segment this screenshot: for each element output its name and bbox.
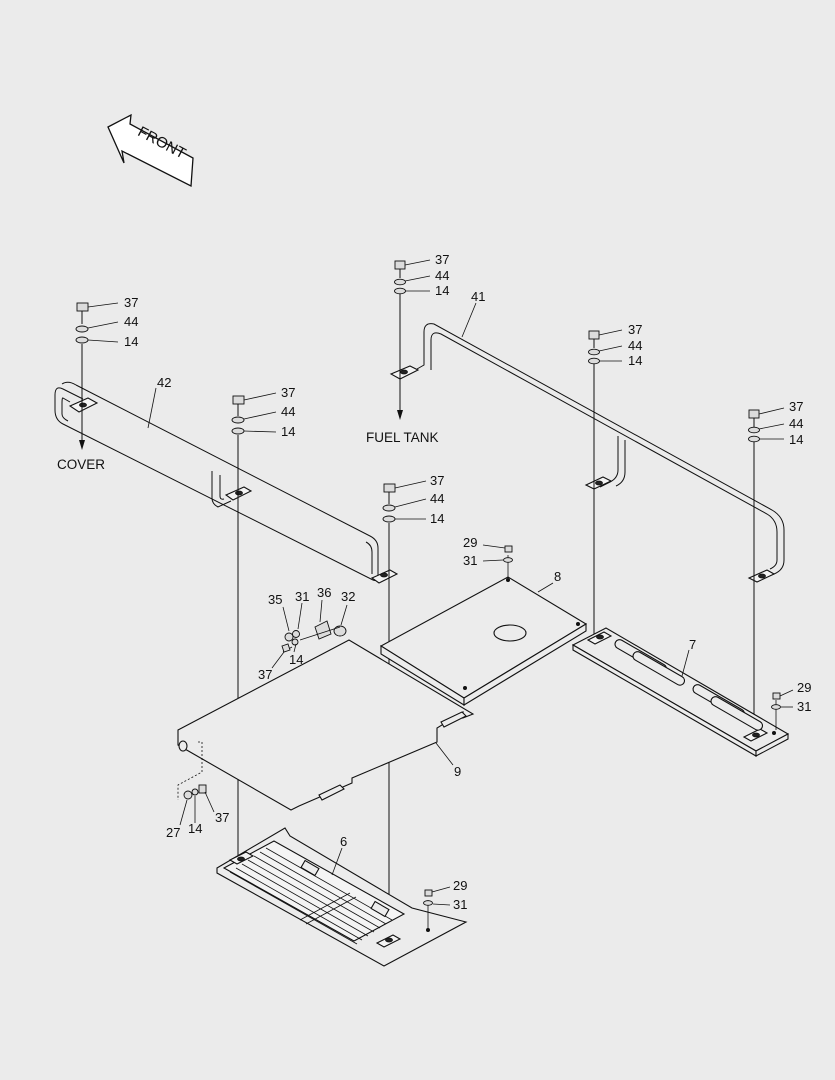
latch-assembly xyxy=(281,620,347,653)
callout-37: 37 xyxy=(789,399,803,414)
callout-14: 14 xyxy=(281,424,295,439)
handrail-41 xyxy=(389,323,785,583)
front-arrow: FRONT xyxy=(107,113,194,188)
handrail-42 xyxy=(54,381,399,584)
callout-37: 37 xyxy=(258,667,272,682)
plate-7 xyxy=(571,627,790,757)
callout-14: 14 xyxy=(124,334,138,349)
hinge-hardware xyxy=(183,784,207,800)
callout-44: 44 xyxy=(124,314,138,329)
callout-31: 31 xyxy=(797,699,811,714)
callout-37: 37 xyxy=(281,385,295,400)
bolt-stack-e xyxy=(588,330,600,640)
note-fuel-tank: FUEL TANK xyxy=(366,430,439,445)
bolt-stack-d xyxy=(394,260,406,420)
callout-44: 44 xyxy=(789,416,803,431)
callout-37: 37 xyxy=(430,473,444,488)
callout-27: 27 xyxy=(166,825,180,840)
callout-7: 7 xyxy=(689,637,696,652)
callout-44: 44 xyxy=(435,268,449,283)
plate-6 xyxy=(216,827,468,967)
callout-37: 37 xyxy=(124,295,138,310)
plate-9 xyxy=(177,639,475,811)
callout-29: 29 xyxy=(463,535,477,550)
callout-14: 14 xyxy=(430,511,444,526)
callout-31: 31 xyxy=(453,897,467,912)
bolt-stack-a xyxy=(75,302,89,450)
callout-14: 14 xyxy=(435,283,449,298)
callout-37: 37 xyxy=(628,322,642,337)
callout-labels: 37 44 14 37 44 14 37 44 14 37 44 14 37 4… xyxy=(124,252,811,912)
callout-14: 14 xyxy=(289,652,303,667)
callout-14: 14 xyxy=(789,432,803,447)
callout-44: 44 xyxy=(281,404,295,419)
bolt-stack-b xyxy=(231,395,245,862)
small-bolts xyxy=(423,545,781,906)
callout-31: 31 xyxy=(295,589,309,604)
callout-41: 41 xyxy=(471,289,485,304)
callout-37: 37 xyxy=(215,810,229,825)
callout-14: 14 xyxy=(188,821,202,836)
callout-29: 29 xyxy=(453,878,467,893)
callout-14: 14 xyxy=(628,353,642,368)
callout-8: 8 xyxy=(554,569,561,584)
bolt-stack-f xyxy=(748,409,760,738)
callout-35: 35 xyxy=(268,592,282,607)
callout-6: 6 xyxy=(340,834,347,849)
callout-44: 44 xyxy=(628,338,642,353)
callout-44: 44 xyxy=(430,491,444,506)
callout-29: 29 xyxy=(797,680,811,695)
callout-9: 9 xyxy=(454,764,461,779)
plate-8 xyxy=(379,555,588,706)
callout-31: 31 xyxy=(463,553,477,568)
note-cover: COVER xyxy=(57,457,105,472)
callout-32: 32 xyxy=(341,589,355,604)
callout-42: 42 xyxy=(157,375,171,390)
callout-37: 37 xyxy=(435,252,449,267)
leader-lines xyxy=(87,259,794,906)
callout-36: 36 xyxy=(317,585,331,600)
